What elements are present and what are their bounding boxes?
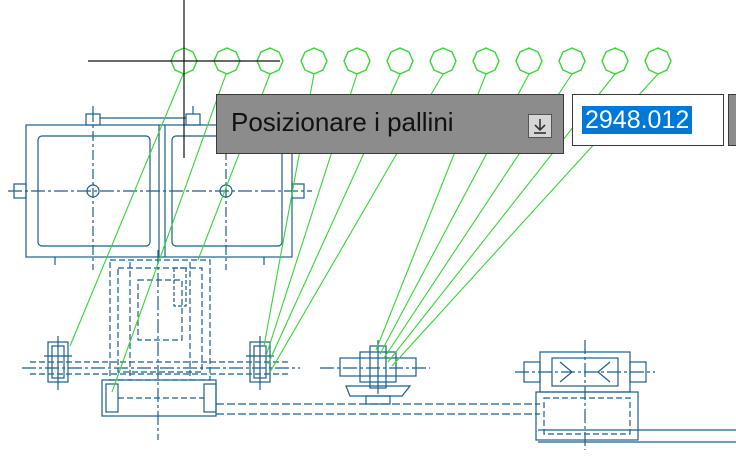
gearbox-drawing	[8, 106, 736, 450]
download-arrow-icon-glyph	[534, 119, 546, 134]
dynamic-input-prompt: Posizionare i pallini	[216, 94, 564, 154]
balloon	[515, 47, 543, 75]
coordinate-input-field[interactable]: 2948.012	[572, 94, 724, 146]
balloon	[386, 47, 414, 75]
coordinate-value[interactable]: 2948.012	[582, 106, 693, 134]
crosshair-icon	[88, 0, 280, 158]
balloon	[601, 47, 629, 75]
balloon	[300, 47, 328, 75]
secondary-input-field[interactable]	[728, 94, 736, 146]
balloon	[644, 47, 672, 75]
balloon	[558, 47, 586, 75]
balloons[interactable]	[170, 47, 672, 75]
balloon	[343, 47, 371, 75]
balloon	[429, 47, 457, 75]
balloon	[472, 47, 500, 75]
download-arrow-icon[interactable]	[528, 114, 552, 138]
prompt-label: Posizionare i pallini	[231, 107, 454, 137]
